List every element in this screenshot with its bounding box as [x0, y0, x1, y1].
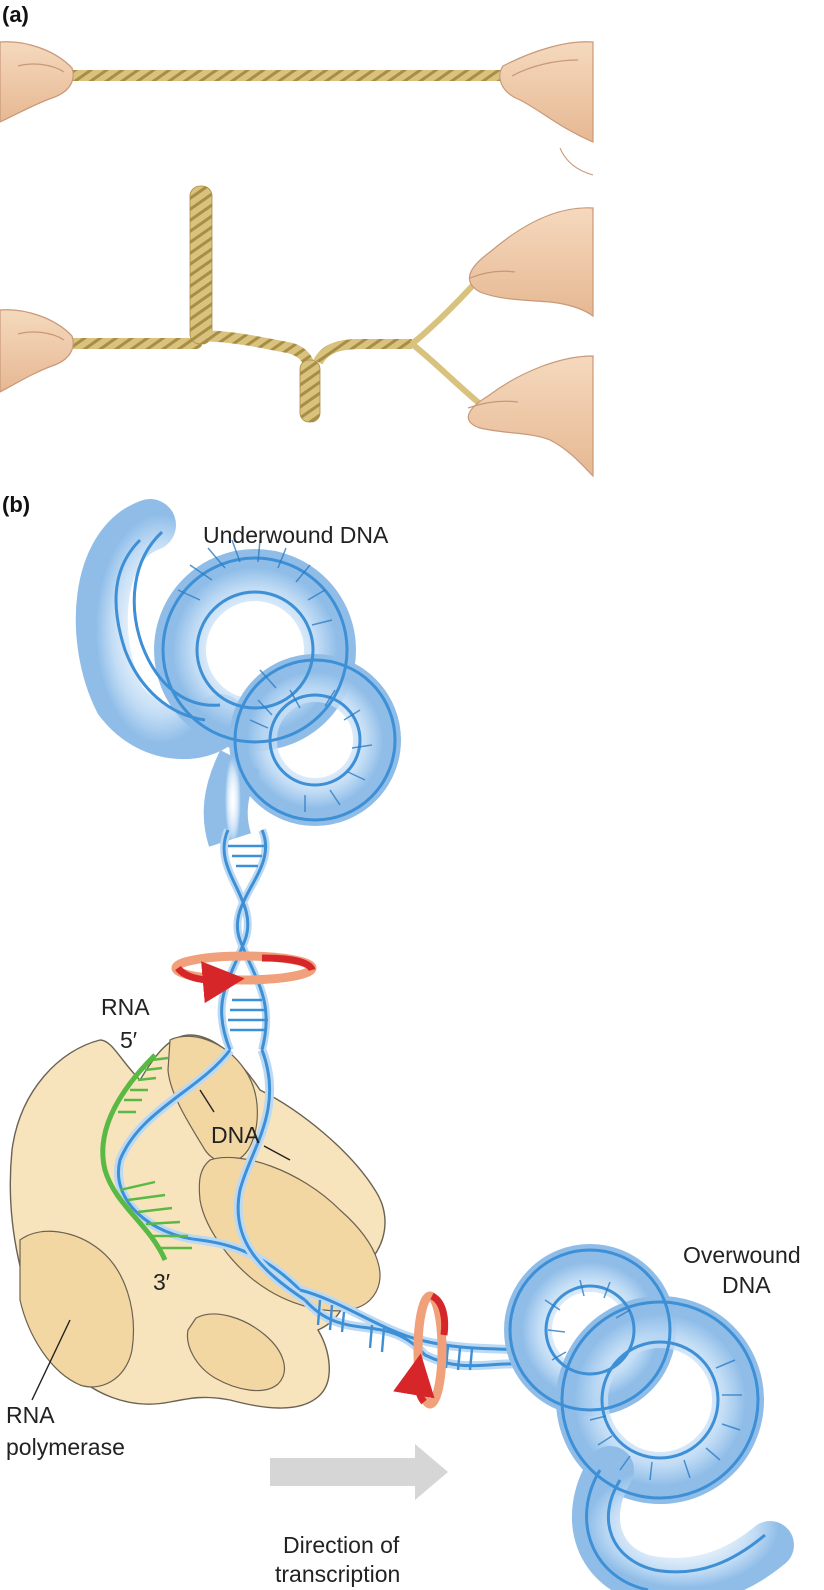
direction-label-line2: transcription	[275, 1561, 400, 1587]
direction-label-line1: Direction of	[283, 1532, 400, 1558]
right-hand-top	[499, 41, 594, 176]
rna-polymerase	[9, 1034, 386, 1409]
direction-arrow	[270, 1444, 448, 1500]
leader-lines	[31, 1089, 291, 1401]
underwound-dna-label: Underwound DNA	[203, 522, 389, 548]
twist-arrow-upstream	[171, 951, 317, 1004]
dna-helix-upstream	[217, 828, 271, 1052]
rna-label: RNA	[101, 994, 150, 1020]
polymerase-label-line2: polymerase	[6, 1434, 125, 1460]
overwound-label-line1: Overwound	[683, 1242, 801, 1268]
underwound-dna	[75, 499, 401, 847]
overwound-label-line2: DNA	[722, 1272, 771, 1298]
left-hand-bottom	[0, 309, 74, 393]
right-hand-upper	[468, 207, 594, 318]
twist-arrow-downstream	[393, 1291, 449, 1409]
panel-b-label: (b)	[2, 492, 30, 517]
three-prime-label: 3′	[153, 1269, 170, 1295]
overwound-dna	[504, 1244, 794, 1590]
dna-helix-downstream	[298, 1285, 526, 1371]
rna-strand	[100, 1053, 192, 1262]
dna-label: DNA	[211, 1122, 260, 1148]
supercoiled-rope	[27, 185, 488, 423]
panel-a-label: (a)	[2, 2, 29, 27]
straight-rope	[27, 63, 546, 81]
left-hand-top	[0, 41, 74, 123]
five-prime-label: 5′	[120, 1027, 137, 1053]
transcription-bubble	[114, 1047, 308, 1304]
polymerase-label-line1: RNA	[6, 1402, 55, 1428]
right-hand-lower	[467, 355, 594, 478]
